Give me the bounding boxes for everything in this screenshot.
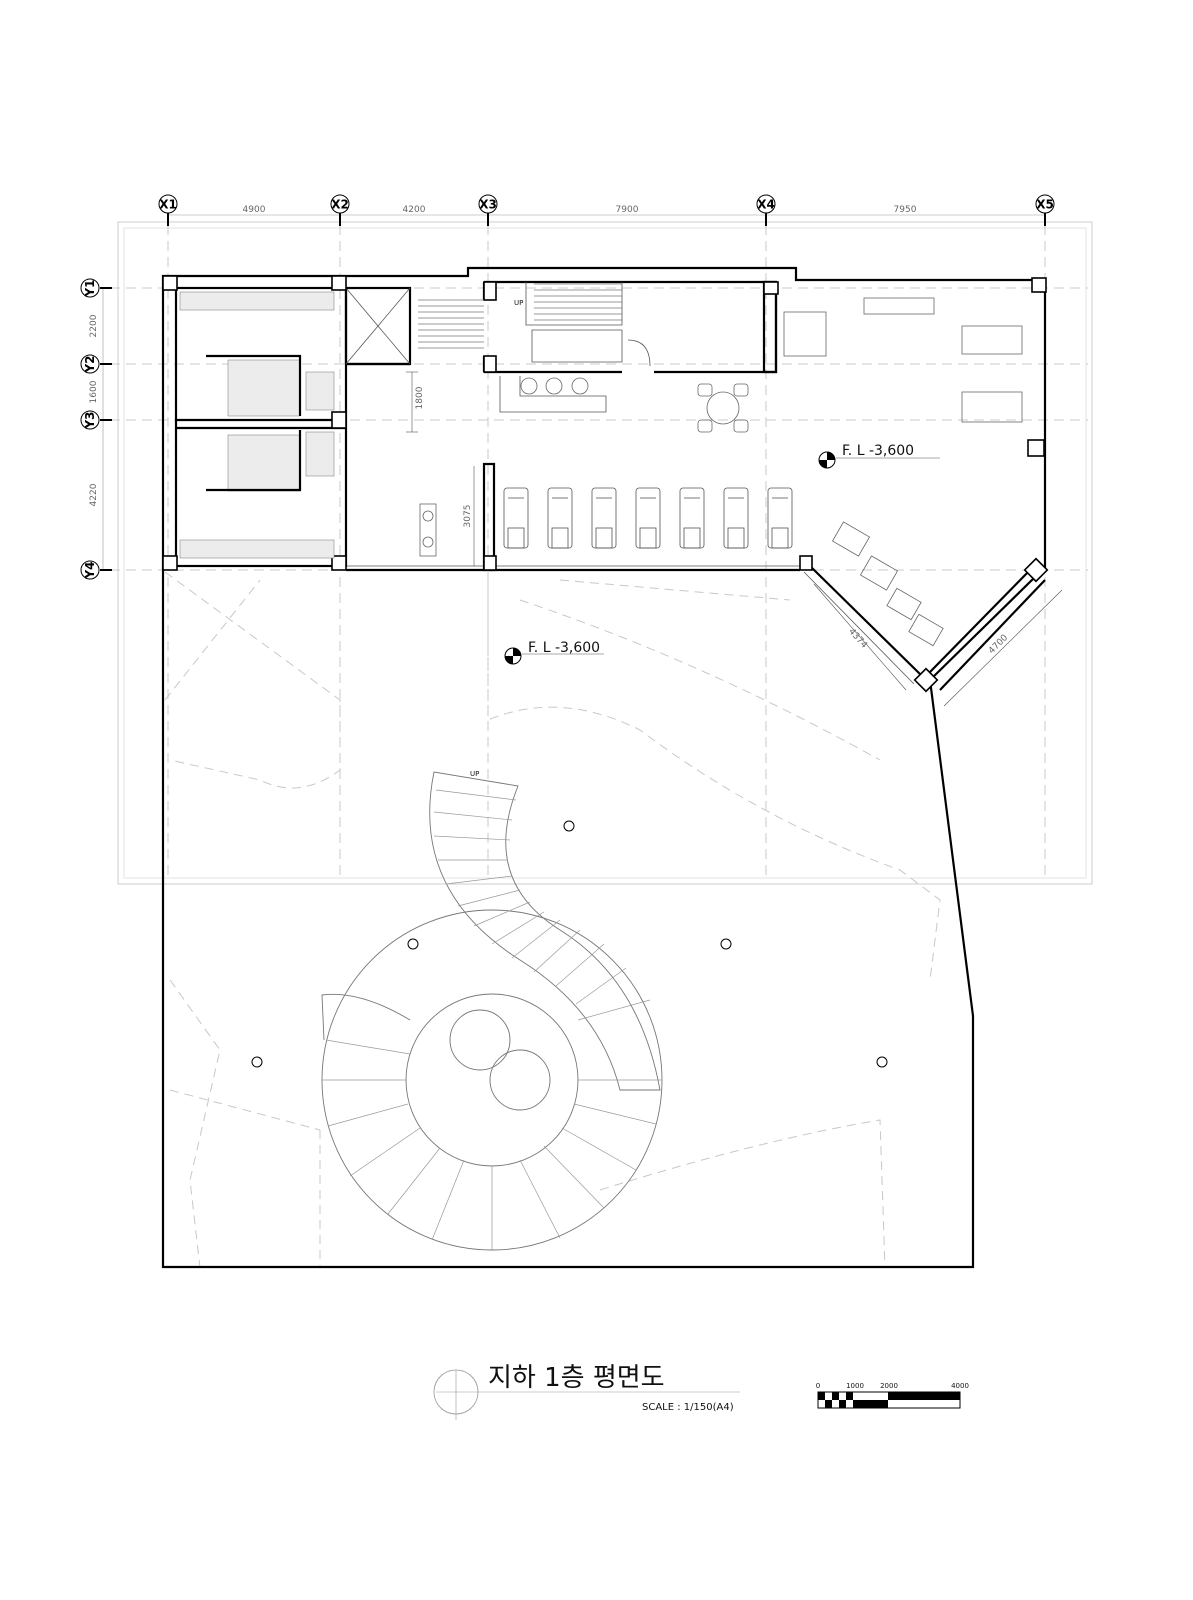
spiral-staircase <box>321 771 663 1251</box>
spiral-up-label: UP <box>470 770 479 778</box>
grid-bubble-x2: X2 <box>330 194 350 214</box>
grid-bubble-y4: Y4 <box>80 560 100 580</box>
svg-text:X3: X3 <box>479 198 497 212</box>
round-table <box>697 383 749 433</box>
dim-x1-x2: 4900 <box>243 205 266 215</box>
svg-text:F. L -3,600: F. L -3,600 <box>528 640 600 656</box>
svg-text:Y3: Y3 <box>83 411 97 429</box>
svg-text:X4: X4 <box>757 198 775 212</box>
title-block: 지하 1층 평면도 SCALE : 1/150(A4) <box>433 1363 740 1420</box>
svg-text:X5: X5 <box>1036 198 1054 212</box>
dim-x3-x4: 7900 <box>616 205 639 215</box>
grid-bubble-y3: Y3 <box>80 410 100 430</box>
grid-bubble-y2: Y2 <box>80 354 100 374</box>
angled-dimension-lines <box>813 583 1063 707</box>
toilet-rooms <box>179 291 335 559</box>
dim-y2-y3: 1600 <box>89 380 99 403</box>
dim-1800-line <box>406 371 418 433</box>
drawing-scale: SCALE : 1/150(A4) <box>642 1402 734 1413</box>
svg-text:0: 0 <box>816 1382 820 1390</box>
dim-y1-y2: 2200 <box>89 314 99 337</box>
dim-1800: 1800 <box>415 386 425 409</box>
drawing-title: 지하 1층 평면도 <box>488 1363 665 1393</box>
floor-level-marker-hall: F. L -3,600 <box>504 640 604 665</box>
scale-bar: 0 1000 2000 4000 <box>816 1382 969 1409</box>
floor-level-marker-gym: F. L -3,600 <box>818 443 940 469</box>
treadmills <box>503 487 793 549</box>
grid-bubble-x5: X5 <box>1035 194 1055 214</box>
stair-up-label: UP <box>514 299 523 307</box>
grid-bubble-x4: X4 <box>756 194 776 214</box>
dim-x4-x5: 7950 <box>894 205 917 215</box>
weight-machines <box>783 297 1023 647</box>
straight-stairs <box>418 283 622 349</box>
dim-x2-x3: 4200 <box>403 205 426 215</box>
svg-text:2000: 2000 <box>880 1382 898 1390</box>
grid-bubble-y1: Y1 <box>80 278 100 298</box>
site-boundary <box>117 221 1093 885</box>
svg-text:Y4: Y4 <box>83 561 97 579</box>
dim-4374: 4374 <box>846 627 869 651</box>
grid-bubble-x3: X3 <box>478 194 498 214</box>
hall-columns <box>251 820 888 1068</box>
dim-3075: 3075 <box>463 505 473 528</box>
svg-text:Y2: Y2 <box>83 355 97 373</box>
svg-text:Y1: Y1 <box>83 279 97 297</box>
svg-text:F. L -3,600: F. L -3,600 <box>842 443 914 459</box>
svg-text:X2: X2 <box>331 198 349 212</box>
interior-walls <box>174 280 1046 691</box>
svg-text:X1: X1 <box>159 198 177 212</box>
structural-columns <box>162 275 1049 693</box>
svg-text:1000: 1000 <box>846 1382 864 1390</box>
grid-bubble-x1: X1 <box>158 194 178 214</box>
dim-y3-y4: 4220 <box>89 483 99 506</box>
counter-stools <box>520 377 589 395</box>
svg-text:4000: 4000 <box>951 1382 969 1390</box>
equipment-box <box>419 503 437 557</box>
building-outline <box>161 266 1047 1269</box>
overhead-dashed-lines <box>164 571 941 1269</box>
